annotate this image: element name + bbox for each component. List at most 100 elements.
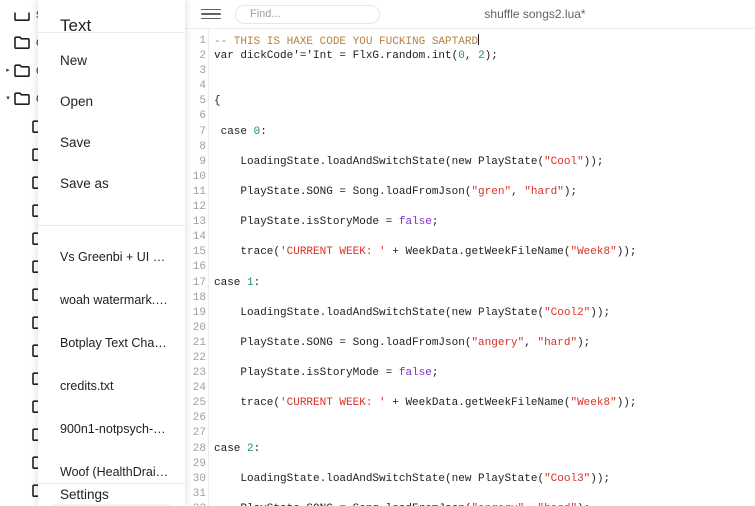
line-number: 7 (199, 125, 206, 138)
code-line[interactable] (214, 230, 755, 245)
recent-file-item[interactable]: credits.txt (60, 379, 114, 393)
code-token-text: LoadingState.loadAndSwitchState(new Play… (214, 306, 545, 319)
code-token-num: 0 (458, 50, 465, 63)
code-line[interactable]: case 2: (214, 442, 755, 457)
code-line[interactable]: trace('CURRENT WEEK: ' + WeekData.getWee… (214, 245, 755, 260)
code-line[interactable]: { (214, 94, 755, 109)
folder-icon (14, 35, 30, 49)
code-token-text: : (253, 276, 261, 289)
hamburger-icon[interactable] (201, 4, 221, 24)
code-token-text: case (214, 125, 254, 138)
code-line[interactable]: PlayState.isStoryMode = false; (214, 215, 755, 230)
code-token-text: trace( (214, 397, 281, 410)
code-line[interactable] (214, 321, 755, 336)
code-line[interactable]: PlayState.isStoryMode = false; (214, 366, 755, 381)
code-token-text: ; (431, 367, 439, 380)
line-number: 20 (192, 321, 206, 334)
line-number: 10 (192, 170, 206, 183)
code-line[interactable] (214, 291, 755, 306)
code-line[interactable] (214, 487, 755, 502)
code-line[interactable]: PlayState.SONG = Song.loadFromJson("gren… (214, 185, 755, 200)
code-line[interactable] (214, 200, 755, 215)
code-token-text: LoadingState.loadAndSwitchState(new Play… (214, 155, 545, 168)
code-line[interactable] (214, 351, 755, 366)
recent-file-item[interactable]: Vs Greenbi + UI (Ka… (60, 250, 177, 264)
menu-item-new[interactable]: New (60, 53, 88, 68)
menu-settings-group[interactable]: Settings (38, 483, 185, 506)
code-line[interactable] (214, 109, 755, 124)
recent-file-item[interactable]: 900n1-notpsych-thx.… (60, 422, 177, 436)
code-line[interactable]: LoadingState.loadAndSwitchState(new Play… (214, 306, 755, 321)
code-token-text: )); (590, 472, 611, 485)
recent-file-item[interactable]: Woof (HealthDrain).l… (60, 465, 177, 479)
code-line[interactable] (214, 260, 755, 275)
code-line[interactable]: var dickCode'='Int = FlxG.random.int(0, … (214, 49, 755, 64)
code-token-text: ); (484, 50, 498, 63)
line-number: 18 (192, 291, 206, 304)
recent-file-item[interactable]: woah watermark.lua (60, 293, 172, 307)
code-line[interactable] (214, 140, 755, 155)
chevron-down-icon[interactable]: ▾ (6, 94, 10, 102)
code-token-text: , (511, 185, 525, 198)
code-line[interactable] (214, 411, 755, 426)
code-token-string: 'CURRENT WEEK: ' (280, 397, 386, 410)
line-number: 8 (199, 140, 206, 153)
code-token-text: ); (563, 185, 578, 198)
code-token-text: case (214, 442, 248, 455)
line-number: 23 (192, 367, 206, 380)
code-text[interactable]: -- THIS IS HAXE CODE YOU FUCKING SAPTARD… (209, 29, 755, 506)
code-token-text: , (524, 503, 537, 506)
chevron-right-icon: ▸ (2, 39, 14, 46)
chevron-right-icon: ▸ (20, 347, 32, 354)
menu-item-save[interactable]: Save (60, 135, 91, 150)
code-line[interactable]: LoadingState.loadAndSwitchState(new Play… (214, 155, 755, 170)
code-line[interactable] (214, 64, 755, 79)
menu-item-open[interactable]: Open (60, 94, 94, 109)
code-token-text: ); (577, 336, 591, 349)
code-line[interactable] (214, 457, 755, 472)
folder-icon (14, 91, 30, 105)
code-token-text: PlayState.isStoryMode = (214, 367, 399, 380)
menu-item-save-as[interactable]: Save as (60, 176, 109, 191)
line-number: 21 (192, 336, 206, 349)
code-token-string: "angery" (471, 503, 524, 506)
chevron-right-icon: ▸ (20, 207, 32, 214)
find-input[interactable] (236, 7, 379, 21)
chevron-right-icon: ▸ (20, 319, 32, 326)
code-line[interactable]: LoadingState.loadAndSwitchState(new Play… (214, 472, 755, 487)
code-token-num: 0 (253, 125, 261, 138)
code-line[interactable]: -- THIS IS HAXE CODE YOU FUCKING SAPTARD (214, 34, 755, 49)
code-line[interactable] (214, 170, 755, 185)
recent-file-item[interactable]: Botplay Text Chang… (60, 336, 177, 350)
line-number: 25 (192, 397, 206, 410)
code-line[interactable] (214, 79, 755, 94)
code-token-string: "hard" (537, 503, 577, 506)
chevron-right-icon: ▸ (20, 375, 32, 382)
menu-title-divider (38, 32, 185, 33)
code-token-text: { (214, 95, 221, 108)
chevron-right-icon[interactable]: ▸ (6, 66, 10, 74)
code-line[interactable]: case 1: (214, 276, 755, 291)
code-line[interactable]: trace('CURRENT WEEK: ' + WeekData.getWee… (214, 396, 755, 411)
recent-file-item-selected[interactable]: shuffle songs2.lua * (46, 504, 177, 506)
code-line[interactable]: PlayState.SONG = Song.loadFromJson("ange… (214, 502, 755, 506)
code-token-text: + WeekData.getWeekFileName( (385, 397, 571, 410)
code-token-text: case (214, 276, 248, 289)
code-token-text: ); (577, 503, 590, 506)
code-line[interactable] (214, 381, 755, 396)
code-line[interactable]: PlayState.SONG = Song.loadFromJson("ange… (214, 336, 755, 351)
find-box[interactable] (235, 4, 380, 24)
line-number: 27 (192, 427, 206, 440)
line-number: 12 (192, 201, 206, 214)
code-line[interactable]: case 0: (214, 125, 755, 140)
editor-toolbar: shuffle songs2.lua* (185, 0, 755, 29)
code-line[interactable] (214, 426, 755, 441)
line-number: 2 (199, 50, 206, 63)
menu-item-settings[interactable]: Settings (60, 487, 109, 502)
code-token-text: )); (616, 246, 637, 259)
